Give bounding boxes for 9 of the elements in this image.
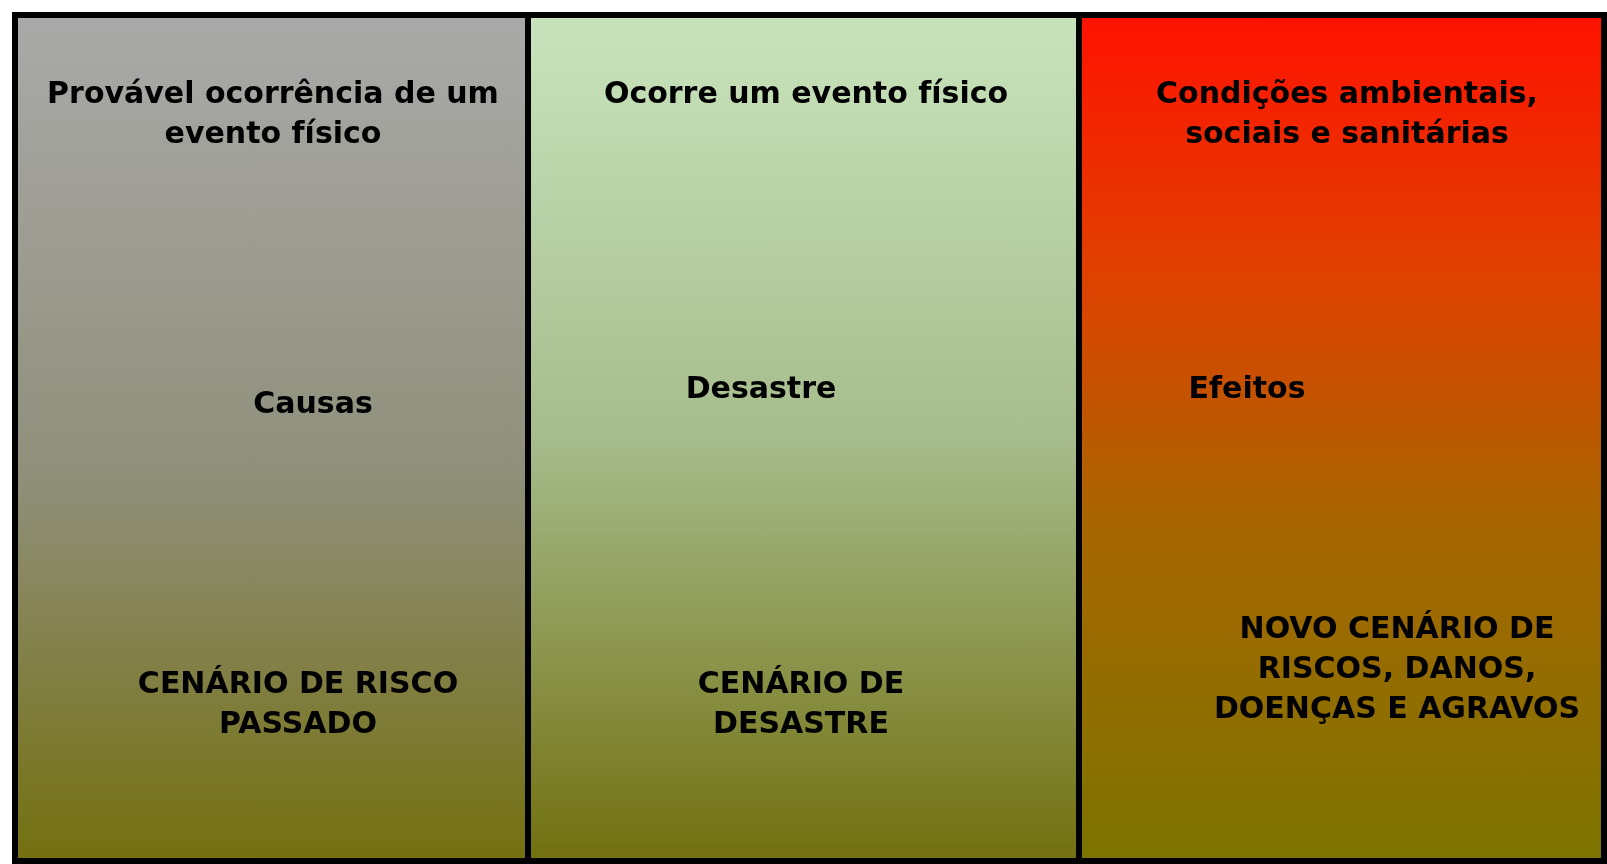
- label-text: Desastre: [684, 369, 838, 407]
- heading-text: Condições ambientais, sociais e sanitárias: [1155, 74, 1539, 152]
- scenario-text: CENÁRIO DE DESASTRE: [696, 664, 906, 742]
- heading-text: Provável ocorrência de um evento físico: [46, 74, 500, 152]
- heading-text: Ocorre um evento físico: [602, 74, 1010, 112]
- scenario-text: CENÁRIO DE RISCO PASSADO: [136, 664, 460, 742]
- label-text: Efeitos: [1187, 369, 1307, 407]
- scenario-text: NOVO CENÁRIO DE RISCOS, DANOS, DOENÇAS E AGRAVOS: [1212, 609, 1582, 727]
- label-text: Causas: [252, 384, 374, 422]
